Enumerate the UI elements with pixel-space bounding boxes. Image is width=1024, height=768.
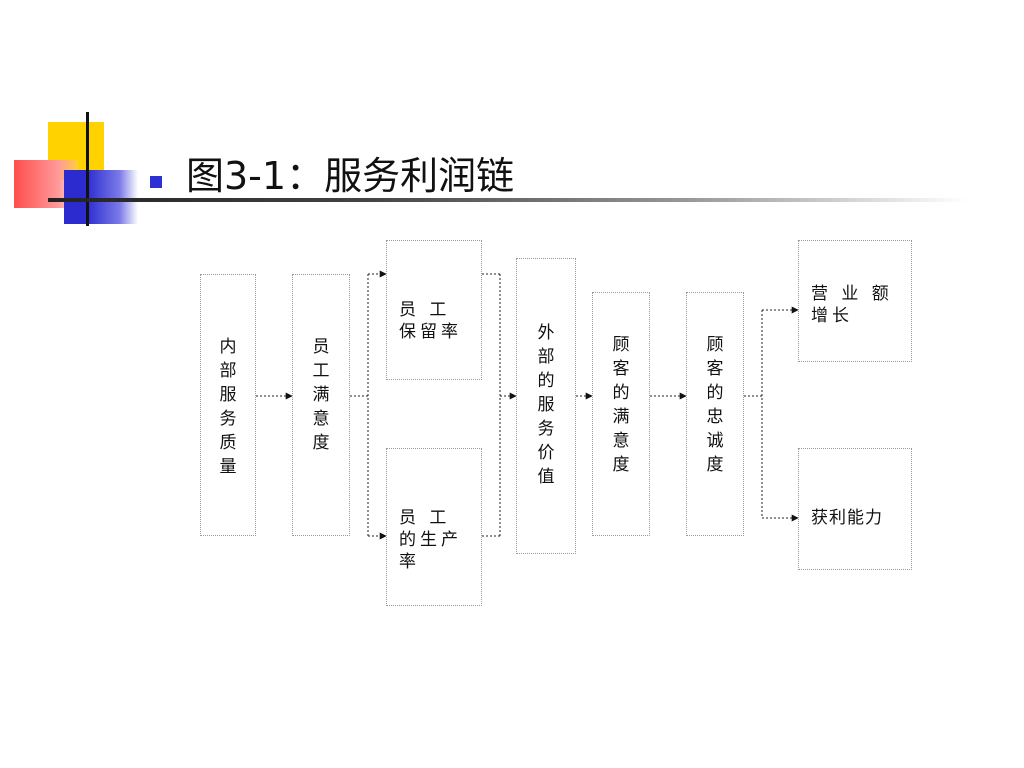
vertical-label-char: 意: [312, 409, 330, 429]
vertical-label-char: 诚: [706, 431, 724, 451]
vertical-label-char: 内: [219, 337, 237, 357]
vertical-label-char: 务: [537, 419, 555, 439]
vertical-label-char: 顾: [612, 335, 630, 355]
node-employee-productivity-label: 员 工 的生产率: [399, 508, 462, 572]
node-employee-satisfaction-label: 员工满意度: [293, 335, 349, 455]
node-customer-satisfaction: 顾客的满意度: [592, 292, 650, 536]
vertical-label-char: 量: [219, 457, 237, 477]
title-bullet: [150, 176, 162, 188]
vertical-label-char: 员: [312, 337, 330, 357]
slide-title: 图3-1：服务利润链: [186, 154, 515, 198]
vertical-label-char: 顾: [706, 335, 724, 355]
node-employee-productivity: 员 工 的生产率: [386, 448, 482, 606]
vertical-label-char: 客: [706, 359, 724, 379]
vertical-label-char: 客: [612, 359, 630, 379]
node-internal-service-quality: 内部服务质量: [200, 274, 256, 536]
vertical-label-char: 度: [706, 455, 724, 475]
node-customer-loyalty: 顾客的忠诚度: [686, 292, 744, 536]
node-profitability-label: 获利能力: [811, 508, 883, 528]
node-profitability: 获利能力: [798, 448, 912, 570]
vertical-label-char: 部: [537, 347, 555, 367]
node-employee-retention: 员 工 保留率: [386, 240, 482, 380]
vertical-label-char: 部: [219, 361, 237, 381]
vertical-label-char: 工: [312, 361, 330, 381]
vertical-label-char: 外: [537, 323, 555, 343]
vertical-label-char: 满: [312, 385, 330, 405]
node-employee-retention-label: 员 工 保留率: [399, 300, 462, 342]
vertical-label-char: 价: [537, 443, 555, 463]
vertical-label-char: 忠: [706, 407, 724, 427]
node-external-service-value-label: 外部的服务价值: [517, 321, 575, 489]
vertical-label-char: 的: [612, 383, 630, 403]
node-internal-service-quality-label: 内部服务质量: [201, 335, 255, 479]
vertical-label-char: 度: [612, 455, 630, 475]
deco-blue-square: [64, 170, 138, 224]
title-rule: [48, 198, 968, 202]
vertical-label-char: 的: [706, 383, 724, 403]
node-customer-satisfaction-label: 顾客的满意度: [593, 333, 649, 477]
node-customer-loyalty-label: 顾客的忠诚度: [687, 333, 743, 477]
vertical-label-char: 务: [219, 409, 237, 429]
vertical-label-char: 意: [612, 431, 630, 451]
vertical-label-char: 服: [537, 395, 555, 415]
vertical-label-char: 满: [612, 407, 630, 427]
node-external-service-value: 外部的服务价值: [516, 258, 576, 554]
node-employee-satisfaction: 员工满意度: [292, 274, 350, 536]
vertical-label-char: 质: [219, 433, 237, 453]
node-revenue-growth-label: 营 业 额 增长: [811, 284, 893, 326]
vertical-label-char: 值: [537, 467, 555, 487]
vertical-label-char: 度: [312, 433, 330, 453]
vertical-label-char: 的: [537, 371, 555, 391]
deco-vertical-line: [86, 112, 89, 226]
node-revenue-growth: 营 业 额 增长: [798, 240, 912, 362]
vertical-label-char: 服: [219, 385, 237, 405]
